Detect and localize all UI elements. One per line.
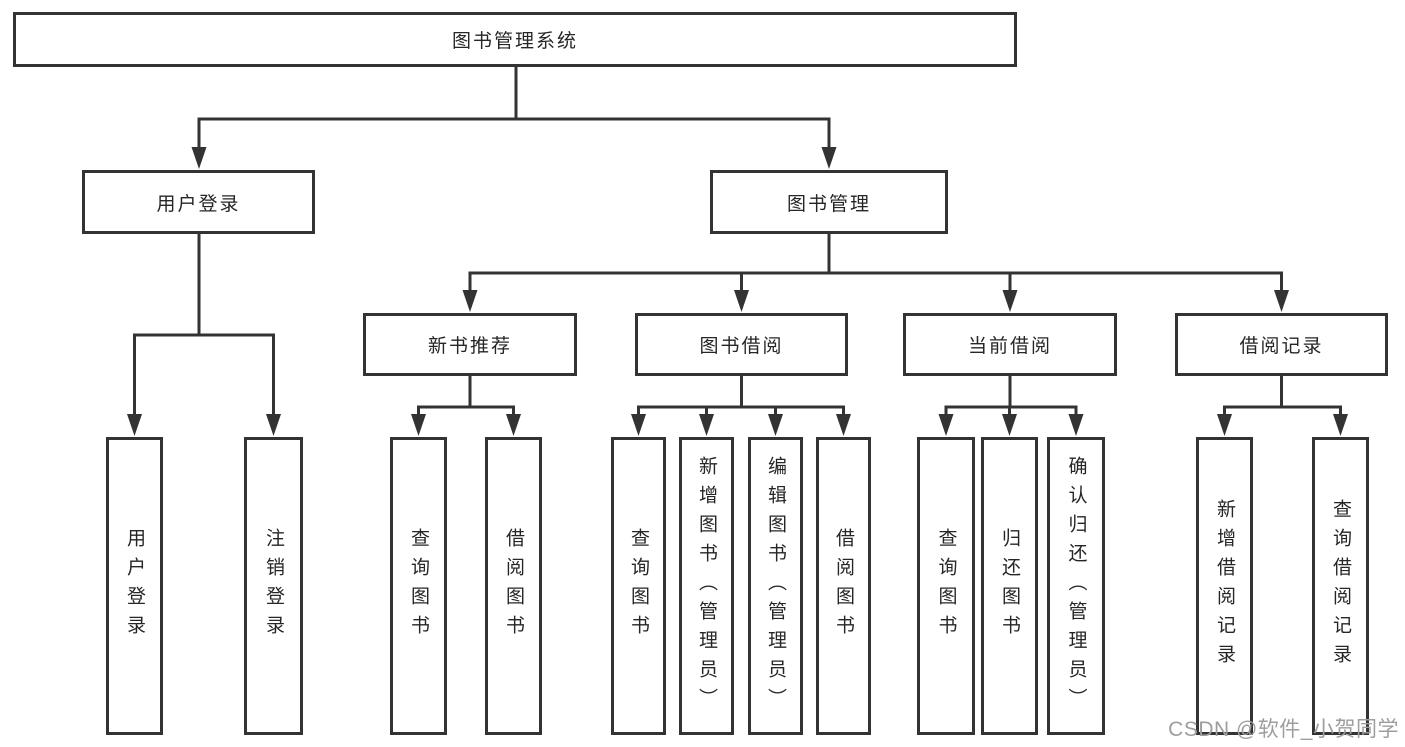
node-add-borrow-record: 新增借阅记录 [1196,437,1253,735]
node-user-login: 用户登录 [82,170,315,234]
watermark: CSDN @软件_小贺同学 [1168,718,1399,741]
node-add-book-admin: 新增图书（管理员） [679,437,734,735]
node-borrow-books-leaf: 借阅图书 [816,437,871,735]
node-new-book-recommend: 新书推荐 [363,313,577,376]
node-logout-leaf: 注销登录 [244,437,303,735]
node-return-books: 归还图书 [981,437,1038,735]
node-book-borrow: 图书借阅 [635,313,848,376]
node-confirm-return-admin: 确认归还（管理员） [1047,437,1105,735]
node-query-books-recommend: 查询图书 [390,437,447,735]
node-borrow-books-recommend: 借阅图书 [485,437,542,735]
node-root: 图书管理系统 [13,12,1017,67]
node-query-books-current: 查询图书 [917,437,975,735]
node-query-borrow-record: 查询借阅记录 [1312,437,1369,735]
node-book-management: 图书管理 [710,170,948,234]
node-current-borrow: 当前借阅 [903,313,1117,376]
node-borrow-records: 借阅记录 [1175,313,1388,376]
node-query-books-borrow: 查询图书 [611,437,666,735]
node-edit-book-admin: 编辑图书（管理员） [748,437,803,735]
node-user-login-leaf: 用户登录 [106,437,163,735]
